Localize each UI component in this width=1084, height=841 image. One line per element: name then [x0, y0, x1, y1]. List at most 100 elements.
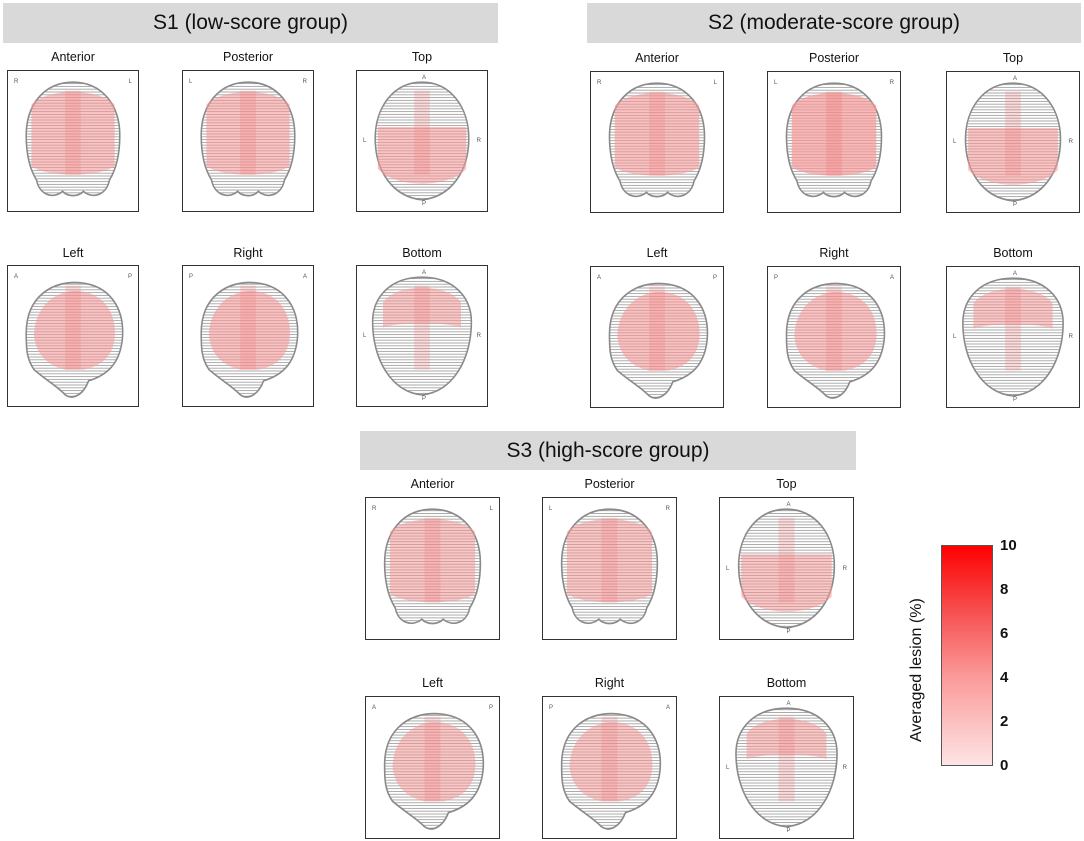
view-title-top: Top [1002, 51, 1024, 65]
orientation-label-left: R [597, 80, 602, 86]
orientation-label-right: R [1068, 334, 1073, 341]
orientation-label-right: R [302, 79, 307, 85]
brain-panel-s1-bottom: L R A P [356, 265, 488, 407]
lesion-overlay-midline [778, 517, 795, 603]
lesion-overlay-midline [601, 716, 618, 802]
lesion-overlay-midline [424, 716, 441, 802]
view-title-bottom: Bottom [402, 246, 442, 260]
colorbar-gradient [941, 545, 993, 766]
orientation-label-left: A [14, 274, 19, 280]
orientation-label-right: A [889, 275, 894, 281]
orientation-label-bottom: P [422, 201, 427, 207]
orientation-label-left: L [953, 334, 957, 341]
lesion-overlay-midline [778, 716, 795, 802]
lesion-overlay-midline [1005, 91, 1021, 176]
lesion-overlay [392, 722, 476, 802]
lesion-overlay-midline [649, 91, 665, 176]
orientation-label-right: R [665, 506, 670, 512]
orientation-label-left: P [549, 705, 554, 711]
lesion-overlay [617, 291, 700, 371]
lesion-overlay-midline [414, 285, 430, 370]
lesion-overlay [206, 92, 290, 175]
lesion-overlay-midline [65, 285, 81, 370]
lesion-overlay [566, 519, 653, 603]
lesion-overlay-midline [424, 517, 441, 603]
orientation-label-right: L [713, 80, 717, 86]
lesion-overlay [209, 290, 290, 370]
view-title-posterior: Posterior [222, 50, 274, 64]
orientation-label-left: L [363, 333, 367, 340]
orientation-label-left: L [726, 565, 730, 572]
orientation-label-top: A [786, 701, 791, 707]
orientation-label-left: L [363, 138, 367, 145]
lesion-overlay [383, 287, 461, 328]
orientation-label-right: R [476, 333, 481, 340]
orientation-label-left: L [953, 139, 957, 146]
orientation-label-left: P [189, 274, 194, 280]
orientation-label-left: L [726, 764, 730, 771]
colorbar-tick: 8 [1000, 581, 1009, 598]
orientation-label-right: A [665, 705, 670, 711]
orientation-label-bottom: P [422, 396, 427, 402]
lesion-overlay-midline [826, 286, 842, 371]
lesion-overlay [569, 722, 653, 802]
lesion-overlay-midline [240, 90, 256, 175]
group-title-s3: S3 (high-score group) [360, 431, 856, 470]
lesion-overlay [377, 127, 467, 184]
view-title-posterior: Posterior [584, 477, 635, 491]
view-title-left: Left [62, 246, 84, 260]
lesion-overlay [746, 718, 827, 760]
orientation-label-left: L [189, 79, 193, 85]
lesion-overlay-midline [414, 90, 430, 175]
orientation-label-right: P [488, 705, 493, 711]
brain-panel-s3-top: L R A P [719, 497, 854, 640]
orientation-label-left: A [372, 705, 377, 711]
orientation-label-top: A [1013, 76, 1018, 82]
lesion-overlay-midline [649, 286, 665, 371]
orientation-label-top: A [1013, 271, 1018, 277]
orientation-label-right: P [712, 275, 717, 281]
orientation-label-top: A [422, 270, 427, 276]
lesion-overlay-midline [601, 517, 618, 603]
orientation-label-right: A [302, 274, 307, 280]
view-title-top: Top [411, 50, 433, 64]
lesion-overlay [614, 93, 700, 176]
orientation-label-top: A [786, 502, 791, 508]
orientation-label-bottom: P [786, 629, 791, 635]
orientation-label-right: R [1068, 139, 1073, 146]
lesion-overlay [741, 554, 832, 612]
orientation-label-left: L [774, 80, 778, 86]
view-title-left: Left [422, 676, 443, 690]
orientation-label-left: L [549, 506, 553, 512]
orientation-label-top: A [422, 75, 427, 81]
orientation-label-left: R [14, 79, 19, 85]
lesion-overlay-midline [65, 90, 81, 175]
view-title-right: Right [233, 246, 263, 260]
view-title-anterior: Anterior [51, 50, 95, 64]
lesion-overlay [31, 92, 115, 175]
view-title-anterior: Anterior [635, 51, 679, 65]
lesion-overlay-midline [826, 91, 842, 176]
lesion-overlay [973, 288, 1053, 329]
colorbar-tick: 4 [1000, 669, 1009, 686]
lesion-overlay [389, 519, 476, 603]
lesion-overlay-midline [1005, 286, 1021, 371]
orientation-label-right: R [842, 565, 847, 572]
orientation-label-left: A [597, 275, 602, 281]
lesion-overlay-midline [240, 285, 256, 370]
colorbar-tick: 2 [1000, 713, 1009, 730]
colorbar-tick: 10 [1000, 537, 1017, 554]
colorbar-tick: 0 [1000, 757, 1009, 774]
